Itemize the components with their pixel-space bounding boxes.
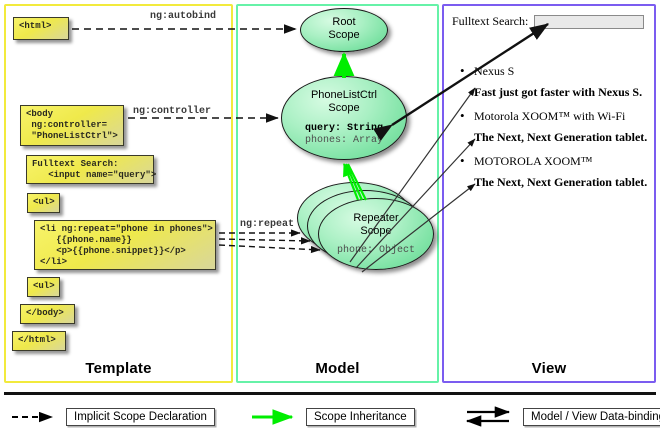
legend-implicit-scope-declaration: Implicit Scope Declaration xyxy=(8,406,215,428)
ng-autobind-label: ng:autobind xyxy=(150,11,217,22)
legend-green-arrow-icon xyxy=(248,406,300,428)
list-item: Nexus S Fast just got faster with Nexus … xyxy=(452,63,648,100)
legend-implicit-scope-declaration-label: Implicit Scope Declaration xyxy=(66,408,215,426)
legend-model-view-data-binding-label: Model / View Data-binding xyxy=(523,408,660,426)
view-phone-list: Nexus S Fast just got faster with Nexus … xyxy=(452,63,648,190)
ng-repeat-label: ng:repeat xyxy=(240,219,295,230)
scope-root: Root Scope xyxy=(300,8,388,52)
code-box-body-close-tag: </body> xyxy=(20,304,75,324)
legend-dashed-arrow-icon xyxy=(8,406,60,428)
view-search-row: Fulltext Search: xyxy=(452,14,648,29)
view-phone-snippet: The Next, Next Generation tablet. xyxy=(474,130,648,144)
legend-double-arrow-icon xyxy=(465,406,517,428)
panel-model-label: Model xyxy=(315,360,360,377)
code-box-body-open-tag: <body ng:controller= "PhoneListCtrl"> xyxy=(20,105,124,146)
legend-model-view-data-binding: Model / View Data-binding xyxy=(465,406,660,428)
view-phone-name: Motorola XOOM™ with Wi-Fi xyxy=(452,108,648,124)
scope-repeater-prop-phone: phone: Object xyxy=(336,245,415,256)
code-box-ul-open-tag: <ul> xyxy=(27,193,60,213)
scope-phonelistctrl-prop-query: query: String xyxy=(304,123,383,134)
view-phone-name: Nexus S xyxy=(452,63,648,79)
scope-phonelistctrl-prop-phones: phones: Array xyxy=(304,135,383,146)
code-box-html-close-tag: </html> xyxy=(12,331,66,351)
legend-scope-inheritance-label: Scope Inheritance xyxy=(306,408,415,426)
view-search-label: Fulltext Search: xyxy=(452,14,529,28)
code-box-html-open-tag: <html> xyxy=(13,17,69,40)
code-box-li-repeat-markup: <li ng:repeat="phone in phones"> {{phone… xyxy=(34,220,216,270)
view-phone-snippet: The Next, Next Generation tablet. xyxy=(474,175,648,189)
scope-root-title: Root Scope xyxy=(328,16,360,41)
scope-repeater-title: Repeater Scope xyxy=(353,212,399,237)
code-box-fulltext-search-markup: Fulltext Search: <input name="query"> xyxy=(26,155,156,184)
view-phone-name: MOTOROLA XOOM™ xyxy=(452,153,648,169)
scope-phonelistctrl: PhoneListCtrl Scope query: String phones… xyxy=(281,76,407,160)
legend-scope-inheritance: Scope Inheritance xyxy=(248,406,415,428)
view-phone-snippet: Fast just got faster with Nexus S. xyxy=(474,85,643,99)
panel-template-label: Template xyxy=(85,360,152,377)
list-item: MOTOROLA XOOM™ The Next, Next Generation… xyxy=(452,153,648,190)
view-rendered-app: Fulltext Search: Nexus S Fast just got f… xyxy=(452,14,648,198)
legend-separator xyxy=(4,392,656,395)
ng-controller-label: ng:controller xyxy=(133,106,212,117)
list-item: Motorola XOOM™ with Wi-Fi The Next, Next… xyxy=(452,108,648,145)
scope-repeater: Repeater Scope phone: Object xyxy=(318,198,434,270)
panel-view-label: View xyxy=(531,360,567,377)
code-box-ul-close-tag: <ul> xyxy=(27,277,60,297)
view-search-input[interactable] xyxy=(534,14,645,29)
scope-phonelistctrl-title: PhoneListCtrl Scope xyxy=(310,89,378,114)
